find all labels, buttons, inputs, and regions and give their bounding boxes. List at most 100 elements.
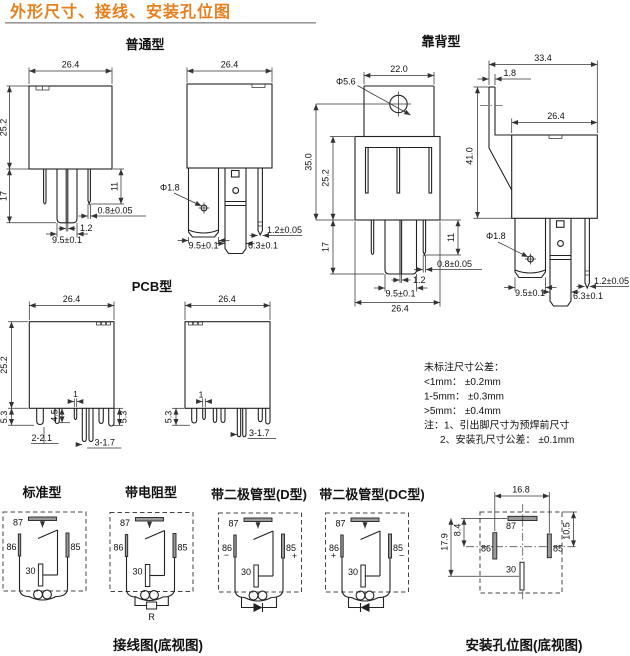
dim-hole: Φ1.8 (160, 183, 202, 207)
svg-text:2-2.1: 2-2.1 (32, 433, 53, 443)
dim-right-pin-length: 11 (91, 168, 124, 205)
dim-holes-2: 2-2.1 (31, 427, 59, 444)
svg-text:4.5: 4.5 (50, 409, 60, 422)
normal-side-view: Φ1.8 26.4 1.2±0.05 9.5±0.1 6.3±0.1 (160, 60, 302, 255)
svg-text:1.2: 1.2 (80, 223, 93, 233)
dim-mid-blade-width: 6.3±0.1 (216, 241, 278, 251)
svg-text:16.8: 16.8 (512, 485, 530, 495)
svg-text:25.2: 25.2 (321, 169, 331, 187)
svg-text:3-1.7: 3-1.7 (95, 438, 116, 448)
dim-pin-right: 5.3 (112, 407, 129, 426)
dim-body-height: 25.2 (321, 136, 354, 220)
dim-width: 26.4 (511, 111, 598, 133)
pcb-side-view: 26.4 1 5.3 3-1.7 (164, 294, 276, 439)
svg-text:9.5±0.1: 9.5±0.1 (386, 289, 416, 299)
slot-30-label: 30 (506, 565, 516, 575)
normal-front-view: 26.4 25.2 17 11 0.8±0.05 1.2 9.5±0.1 (0, 60, 146, 245)
dim-offset-30: 17.9 (440, 518, 519, 577)
resistor-symbol (146, 601, 158, 610)
svg-text:26.4: 26.4 (391, 304, 409, 314)
wiring-caption: 接线图(底视图) (113, 637, 203, 653)
dim-pin-length: 17 (0, 169, 56, 224)
svg-text:11: 11 (110, 182, 120, 191)
dim-pin-thickness: 1.2±0.05 (576, 276, 629, 290)
svg-text:25.2: 25.2 (0, 356, 9, 374)
note-line: 1-5mm： ±0.3mm (424, 392, 504, 403)
svg-text:1.2: 1.2 (413, 275, 426, 285)
svg-text:26.4: 26.4 (218, 294, 236, 304)
svg-text:Φ5.6: Φ5.6 (336, 77, 356, 87)
wiring-diagram-standard (3, 512, 86, 600)
resistor-label: R (148, 612, 155, 622)
resistor-branch: R (134, 596, 169, 622)
mounting-hole-diagram: 87 86 85 30 16.8 8.4 17.9 10.5 (440, 485, 578, 600)
note-line: 未标注尺寸公差： (424, 361, 504, 374)
section-label-normal: 普通型 (125, 37, 164, 52)
mounting-caption: 安装孔位图(底视图) (466, 637, 583, 653)
svg-text:22.0: 22.0 (390, 64, 408, 74)
dim-bracket-width: 22.0 (363, 64, 435, 85)
svg-text:1.2±0.05: 1.2±0.05 (594, 276, 629, 286)
dim-blade-width: 9.5±0.1 (177, 237, 230, 251)
diode-symbol (360, 603, 370, 612)
svg-text:8.4: 8.4 (453, 524, 463, 537)
dim-pin-left: 5.3 (164, 407, 190, 426)
svg-text:1: 1 (199, 390, 204, 400)
note-line: 2、安装孔尺寸公差： ±0.1mm (440, 433, 574, 446)
dim-right-pin-length: 11 (426, 219, 461, 256)
diode-symbol (253, 603, 263, 612)
dim-pin-thickness: 1.2±0.05 (249, 225, 302, 239)
dim-width: 26.4 (184, 294, 271, 320)
dim-pin-thickness: 0.8±0.05 (78, 204, 146, 219)
svg-text:1: 1 (73, 389, 78, 399)
svg-text:5.3: 5.3 (164, 411, 174, 424)
dim-blade-width: 9.5±0.1 (374, 274, 428, 299)
dim-overall-height: 35.0 (304, 104, 354, 221)
svg-text:26.4: 26.4 (63, 294, 81, 304)
wiring-label-diode-d: 带二极管型(D型) (211, 487, 307, 502)
wiring-diagram-diode-dc (326, 513, 409, 601)
svg-text:35.0: 35.0 (304, 153, 314, 171)
svg-text:9.5±0.1: 9.5±0.1 (515, 288, 545, 298)
svg-text:1.8: 1.8 (504, 68, 517, 78)
wiring-label-standard: 标准型 (21, 485, 61, 500)
svg-text:17: 17 (321, 242, 331, 252)
dim-pitch-x: 16.8 (494, 485, 550, 533)
svg-text:11: 11 (446, 233, 456, 242)
wiring-diagram-resistor (110, 513, 193, 601)
dim-body-height: 25.2 (0, 321, 28, 409)
dim-hole: Φ1.8 (486, 231, 529, 258)
svg-text:10.5: 10.5 (562, 522, 572, 540)
slot-85 (546, 533, 552, 559)
dim-pin-width: 1 (67, 389, 84, 407)
dim-width: 26.4 (28, 294, 115, 320)
svg-text:26.4: 26.4 (62, 60, 80, 70)
svg-text:41.0: 41.0 (465, 147, 475, 165)
wiring-label-resistor: 带电阻型 (125, 485, 177, 500)
svg-text:25.2: 25.2 (0, 119, 9, 137)
dim-width: 26.4 (186, 60, 273, 83)
bracket-front-view: Φ5.6 22.0 35.0 25.2 17 11 0.8±0.05 (304, 64, 482, 314)
svg-text:26.4: 26.4 (221, 60, 239, 70)
svg-text:1.2±0.05: 1.2±0.05 (267, 225, 302, 235)
sign-85: + (292, 551, 297, 561)
dim-offset-85: 10.5 (562, 511, 577, 547)
svg-text:17: 17 (0, 191, 9, 201)
svg-text:17.9: 17.9 (440, 533, 450, 551)
dim-pin-left: 5.3 (0, 407, 34, 426)
svg-text:Φ1.8: Φ1.8 (486, 231, 506, 241)
dim-blade-width: 9.5±0.1 (46, 222, 88, 245)
slot-87-label: 87 (506, 521, 516, 531)
dim-plate-thickness: 1.8 (477, 68, 531, 85)
slot-30 (519, 561, 525, 591)
dim-blade-width: 9.5±0.1 (504, 277, 557, 298)
svg-text:6.3±0.1: 6.3±0.1 (573, 291, 603, 301)
svg-text:33.4: 33.4 (534, 53, 552, 63)
page-title: 外形尺寸、接线、安装孔位图 (9, 2, 231, 21)
pcb-front-view: 26.4 25.2 5.3 4.5 1 2-2.1 3-1.7 5.3 (0, 294, 129, 449)
diode-branch-d: − + (224, 550, 297, 612)
section-label-bracket: 靠背型 (421, 34, 460, 49)
dim-holes-3: 3-1.7 (75, 438, 122, 449)
svg-text:26.4: 26.4 (547, 111, 565, 121)
